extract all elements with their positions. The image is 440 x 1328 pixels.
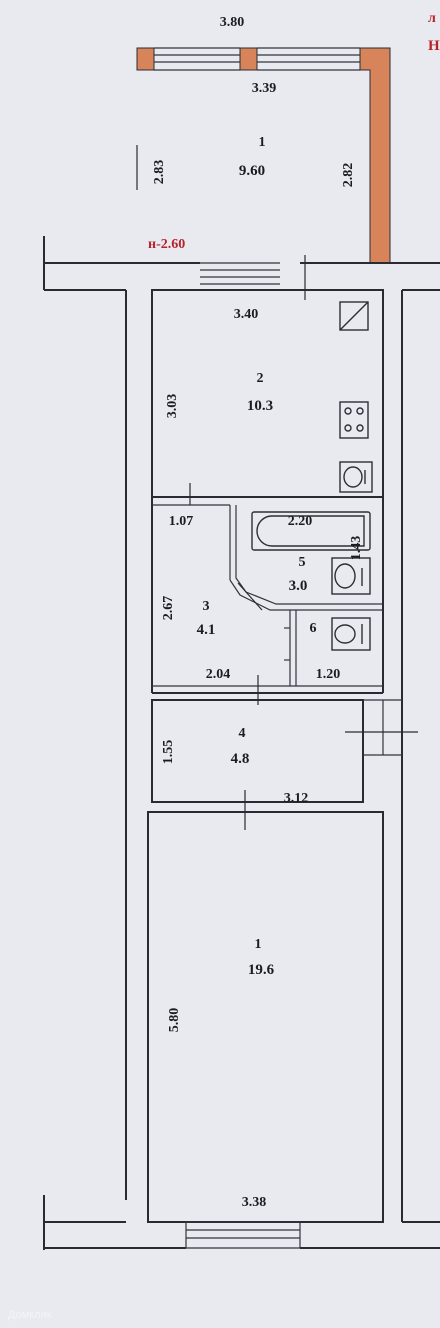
- kitchen-number: 2: [257, 371, 264, 386]
- balcony: [136, 47, 391, 264]
- fixtures: [251, 301, 373, 651]
- corner-text-bottom: Н: [428, 38, 440, 54]
- balcony-area: 9.60: [239, 163, 265, 179]
- watermark: Домклик: [8, 1309, 52, 1321]
- bathroom-area: 3.0: [289, 578, 308, 594]
- corridor-area: 4.8: [231, 751, 250, 767]
- bathroom-width: 2.20: [288, 514, 313, 529]
- balcony-inner-width: 3.39: [252, 81, 277, 96]
- bathroom-number: 5: [299, 555, 306, 570]
- balcony-left-height: 2.83: [152, 160, 167, 185]
- stove-icon: [339, 401, 369, 439]
- vent-shaft-icon: [339, 301, 369, 331]
- hall-bottom-width: 2.04: [206, 667, 231, 682]
- balcony-window-left: [154, 47, 240, 71]
- kitchen-window: [200, 262, 280, 291]
- toilet-icon: [331, 617, 371, 651]
- hall-area: 4.1: [197, 622, 216, 638]
- balcony-mid-pier: [239, 47, 258, 71]
- labels: 3.80 3.39 1 9.60 2.83 2.82 н-2.60 л Н 3.…: [8, 11, 440, 1321]
- kitchen-sink-icon: [339, 461, 373, 493]
- corridor-width: 3.12: [284, 791, 309, 806]
- room-area: 19.6: [248, 962, 275, 978]
- kitchen-height: 3.03: [165, 394, 180, 419]
- room-height: 5.80: [167, 1008, 182, 1033]
- washbasin-icon: [331, 557, 371, 595]
- level-mark: н-2.60: [148, 237, 185, 252]
- corner-text-top: л: [428, 11, 436, 26]
- hall-top-width: 1.07: [169, 514, 194, 529]
- bathroom-height: 1.43: [349, 536, 364, 561]
- balcony-number: 1: [259, 135, 266, 150]
- hall-height: 2.67: [161, 596, 176, 621]
- room-width: 3.38: [242, 1195, 267, 1210]
- entry-door: [363, 699, 402, 756]
- room-number: 1: [255, 937, 262, 952]
- balcony-window-right: [257, 47, 360, 71]
- bathtub-icon: [251, 511, 371, 551]
- kitchen-width: 3.40: [234, 307, 259, 322]
- wc-number: 6: [310, 621, 317, 636]
- kitchen-walls: [151, 289, 384, 498]
- balcony-right-height: 2.82: [341, 163, 356, 188]
- corridor-number: 4: [239, 726, 246, 741]
- corridor-walls: [151, 699, 364, 803]
- bath-door-mark: [237, 582, 263, 611]
- kitchen-area: 10.3: [247, 398, 273, 414]
- balcony-top-width: 3.80: [220, 15, 245, 30]
- corridor-height: 1.55: [161, 740, 176, 765]
- room-window: [186, 1221, 300, 1249]
- wc-width: 1.20: [316, 667, 341, 682]
- hall-number: 3: [203, 599, 210, 614]
- walls: [43, 236, 440, 1250]
- balcony-left-pier: [136, 47, 155, 71]
